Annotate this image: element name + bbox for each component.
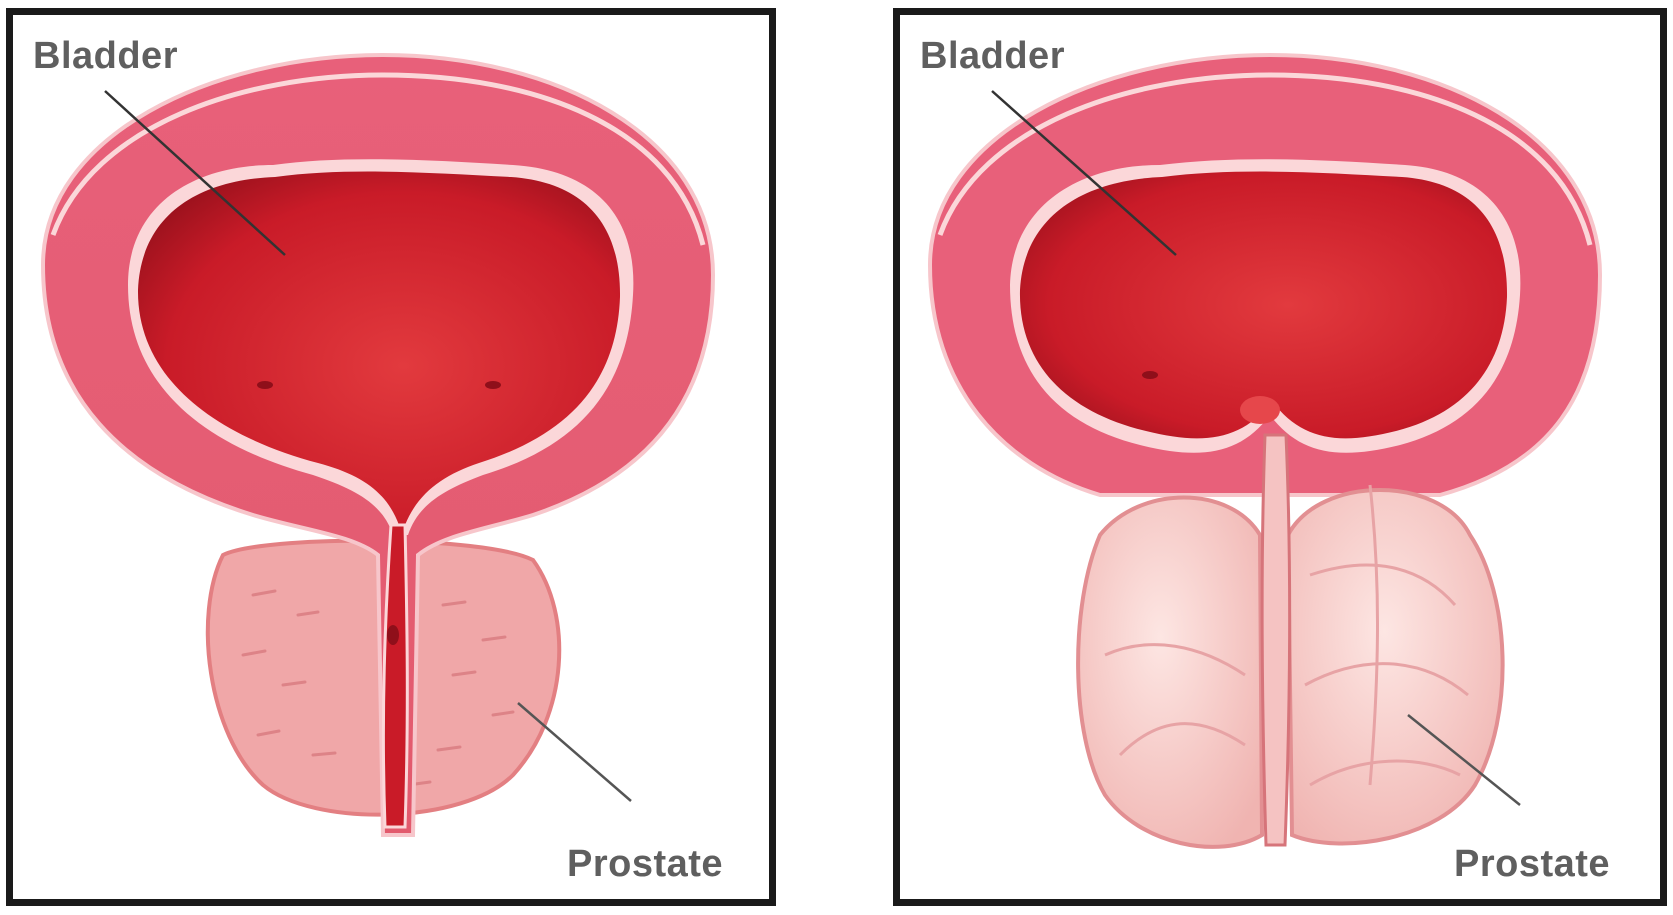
bladder-label: Bladder: [33, 35, 178, 78]
prostate-label: Prostate: [567, 843, 723, 886]
enlarged-prostate-illustration: [900, 15, 1660, 899]
normal-prostate-panel: Bladder Prostate: [6, 8, 776, 906]
prostate-label: Prostate: [1454, 843, 1610, 886]
bladder-label: Bladder: [920, 35, 1065, 78]
enlarged-prostate-panel: Bladder Prostate: [893, 8, 1667, 906]
prostate-leader-line: [518, 703, 631, 801]
bladder-enlarged: [930, 55, 1600, 495]
normal-prostate-illustration: [13, 15, 769, 899]
